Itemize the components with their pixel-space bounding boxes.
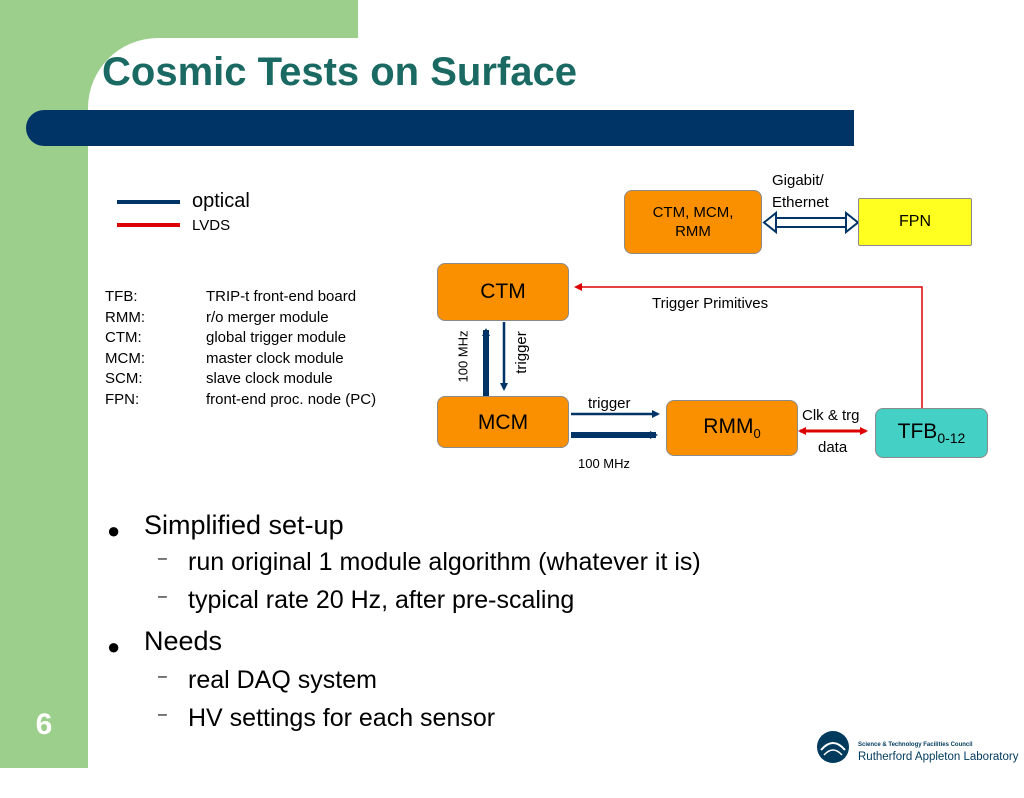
- vertical-trigger-label: trigger: [512, 331, 530, 374]
- glossary: TFB: TRIP-t front-end board RMM: r/o merge…: [105, 287, 376, 410]
- bullet-text: Simplified set-up: [144, 510, 344, 540]
- diagram-connections: [482, 210, 923, 439]
- bullet-text: Needs: [144, 626, 223, 656]
- legend-lvds-label: LVDS: [192, 217, 231, 234]
- sub-bullet-text: typical rate 20 Hz, after pre-scaling: [188, 586, 575, 614]
- title-underline-bar: [26, 110, 854, 146]
- tfb-label-sub: 0-12: [937, 430, 966, 447]
- glossary-abbr: SCM:: [105, 370, 143, 387]
- rmm-box: RMM0: [666, 400, 798, 456]
- tfb-label-main: TFB: [897, 419, 938, 443]
- trigger-primitives-label: Trigger Primitives: [652, 295, 769, 312]
- mcm-box: MCM: [437, 396, 569, 448]
- legend-lvds-line: [117, 223, 180, 227]
- gigabit-link: [762, 210, 860, 235]
- horizontal-clock-label: 100 MHz: [578, 456, 631, 471]
- bullet-dot-icon: ●: [107, 634, 121, 659]
- glossary-abbr: MCM:: [105, 349, 145, 367]
- dash-icon: –: [158, 550, 167, 567]
- fpn-box: FPN: [858, 198, 972, 246]
- glossary-abbr: RMM:: [105, 308, 145, 326]
- dash-icon: –: [158, 588, 167, 605]
- page-number: 6: [35, 708, 53, 741]
- legend-optical-line: [117, 200, 180, 204]
- rmm-label-sub: 0: [753, 426, 761, 442]
- gigabit-label-line1: Gigabit/: [772, 172, 824, 189]
- bullet-dot-icon: ●: [107, 518, 121, 543]
- page-title: Cosmic Tests on Surface: [102, 50, 577, 94]
- tfb-label: TFB0-12: [898, 420, 966, 446]
- content-panel: [88, 38, 488, 798]
- glossary-row: RMM: r/o merger module: [105, 308, 376, 329]
- rmm-label: RMM0: [703, 415, 760, 441]
- tfb-box: TFB0-12: [875, 408, 988, 458]
- glossary-row: CTM: global trigger module: [105, 328, 376, 349]
- rmm-label-main: RMM: [703, 414, 754, 438]
- glossary-abbr: TFB:: [105, 288, 138, 305]
- ctm-mcm-rmm-box: CTM, MCM, RMM: [624, 190, 762, 254]
- glossary-abbr: CTM:: [105, 329, 142, 346]
- glossary-row: SCM: slave clock module: [105, 369, 376, 390]
- logo-line1: Science & Technology Facilities Council: [858, 742, 973, 748]
- fpn-label: FPN: [899, 213, 931, 230]
- glossary-desc: master clock module: [206, 349, 344, 367]
- mcm-label: MCM: [477, 411, 529, 434]
- sub-bullet-text: real DAQ system: [188, 666, 377, 694]
- clk-trg-label: Clk & trg: [802, 407, 860, 424]
- gigabit-label-line2: Ethernet: [772, 194, 829, 211]
- glossary-row: MCM: master clock module: [105, 349, 376, 370]
- glossary-row: TFB: TRIP-t front-end board: [105, 287, 376, 308]
- data-label: data: [818, 439, 848, 456]
- horizontal-trigger-label: trigger: [588, 395, 631, 412]
- sub-bullet-text: HV settings for each sensor: [188, 704, 496, 732]
- glossary-desc: TRIP-t front-end board: [206, 288, 357, 305]
- glossary-row: FPN: front-end proc. node (PC): [105, 390, 376, 411]
- ctm-mcm-rmm-line2: RMM: [675, 223, 711, 240]
- glossary-desc: slave clock module: [206, 370, 333, 387]
- glossary-desc: front-end proc. node (PC): [206, 390, 377, 408]
- ctm-mcm-rmm-line1: CTM, MCM,: [652, 204, 734, 221]
- logo-line2: Rutherford Appleton Laboratory: [858, 751, 1019, 763]
- dash-icon: –: [158, 706, 167, 723]
- trigger-primitives-link: [574, 283, 923, 408]
- glossary-desc: r/o merger module: [206, 308, 329, 326]
- stfc-emblem-icon: [817, 731, 849, 763]
- glossary-desc: global trigger module: [206, 329, 347, 346]
- sub-bullet-text: run original 1 module algorithm (whateve…: [188, 548, 701, 576]
- ctm-box: CTM: [437, 263, 569, 321]
- legend-optical-label: optical: [192, 190, 250, 212]
- ctm-label: CTM: [480, 280, 526, 303]
- glossary-abbr: FPN:: [105, 390, 140, 408]
- stfc-logo: Science & Technology Facilities Council …: [816, 730, 1019, 764]
- vertical-clock-label: 100 MHz: [455, 330, 471, 383]
- dash-icon: –: [158, 668, 167, 685]
